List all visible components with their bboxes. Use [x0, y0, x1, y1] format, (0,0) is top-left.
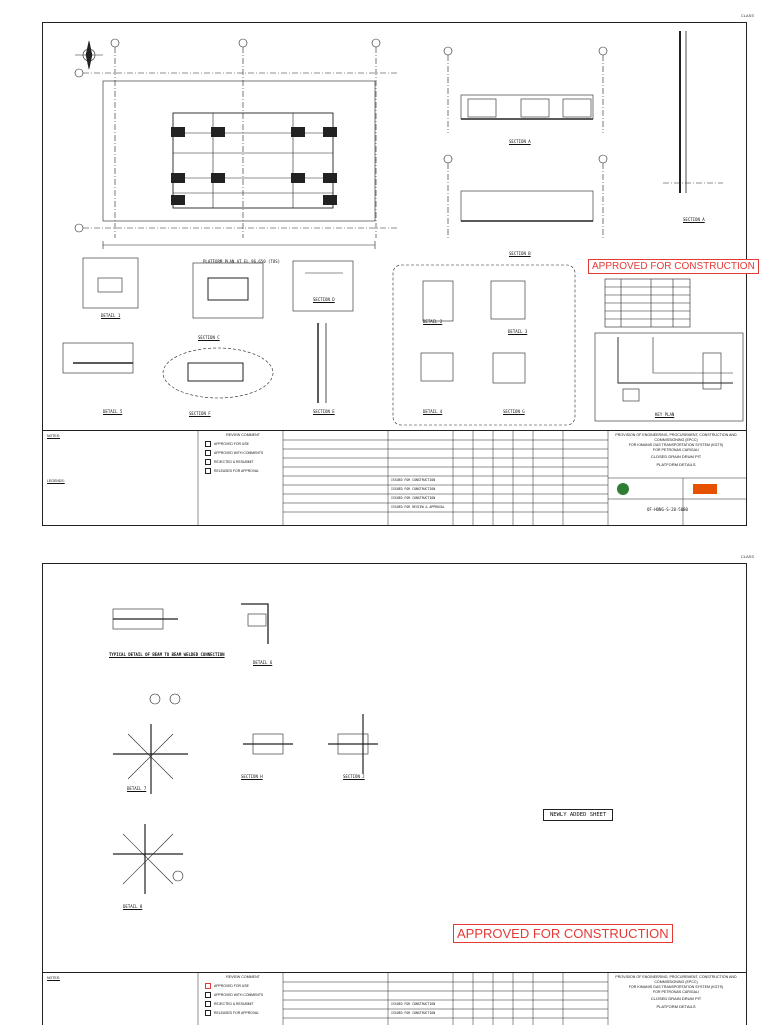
newly-added-sheet-note: NEWLY ADDED SHEET	[543, 809, 614, 821]
section-e-label: SECTION E	[313, 409, 335, 414]
section-f-label: SECTION F	[189, 411, 211, 416]
revision-row-1: ISSUED FOR CONSTRUCTION	[391, 478, 436, 482]
review-comment-title: REVIEW COMMENT	[226, 975, 260, 979]
sheet1-drawing-area	[62, 31, 744, 426]
comment-code-2: APPROVED WITH COMMENTS	[205, 450, 263, 456]
section-b-label: SECTION B	[509, 251, 531, 256]
project-line-1: PROVISION OF ENGINEERING, PROCUREMENT, C…	[615, 975, 737, 984]
notes-title: NOTES:	[47, 976, 61, 980]
sheet2-drawing-area	[112, 603, 378, 894]
review-comment-title: REVIEW COMMENT	[226, 433, 260, 437]
revision-row-3: ISSUED FOR CONSTRUCTION	[391, 496, 436, 500]
title-block: NOTES: REVIEW COMMENT APPROVED FOR USE A…	[43, 972, 746, 1025]
drawing-title-1: CLOSED DRAIN DRUM PIT	[650, 996, 702, 1002]
detail-1-label: DETAIL 1	[101, 313, 121, 318]
revision-row-2: ISSUED FOR CONSTRUCTION	[391, 1011, 436, 1015]
revision-row-2: ISSUED FOR CONSTRUCTION	[391, 487, 436, 491]
project-line-1: PROVISION OF ENGINEERING, PROCUREMENT, C…	[615, 433, 737, 442]
checkbox-icon	[205, 459, 211, 465]
title-block: NOTES: LEGENDS: REVIEW COMMENT APPROVED …	[43, 430, 746, 525]
comment-code-2: APPROVED WITH COMMENTS	[205, 992, 263, 998]
section-column-label: SECTION A	[683, 217, 705, 222]
detail-7-label: DETAIL 7	[127, 786, 147, 791]
project-line-3: FOR PETRONAS CARIGALI	[652, 447, 700, 452]
comment-code-1: APPROVED FOR USE	[205, 983, 249, 989]
comment-code-3: REJECTED & RESUBMIT	[205, 459, 254, 465]
comment-code-4: RELEASED FOR APPROVAL	[205, 468, 259, 474]
detail-3-label: DETAIL 3	[508, 329, 528, 334]
title-block-grid	[197, 973, 609, 1025]
sheet2-corner-tag: CLASS	[740, 554, 754, 559]
project-title: PROVISION OF ENGINEERING, PROCUREMENT, C…	[609, 433, 743, 467]
comment-code-1: APPROVED FOR USE	[205, 441, 249, 447]
section-a-label: SECTION A	[509, 139, 531, 144]
drawing-number: OF-HONG-S-28-5080	[647, 507, 688, 512]
revision-row-1: ISSUED FOR CONSTRUCTION	[391, 1002, 436, 1006]
key-plan-label: KEY PLAN	[655, 412, 675, 417]
detail-6-label: DETAIL 6	[253, 660, 273, 665]
section-g-label: SECTION G	[503, 409, 525, 414]
contractor-logo-icon	[693, 484, 717, 494]
comment-code-4: RELEASED FOR APPROVAL	[205, 1010, 259, 1016]
checkbox-icon	[205, 992, 211, 998]
project-title: PROVISION OF ENGINEERING, PROCUREMENT, C…	[609, 975, 743, 1009]
section-d-label: SECTION D	[313, 297, 335, 302]
checkbox-icon	[205, 441, 211, 447]
sheet1-corner-tag: CLASS	[740, 13, 754, 18]
project-line-3: FOR PETRONAS CARIGALI	[652, 989, 700, 994]
project-line-2: FOR KIMANIS GAS TRANSPORTATION SYSTEM (K…	[628, 984, 724, 989]
section-j-label: SECTION J	[343, 774, 365, 779]
detail-8-label: DETAIL 8	[123, 904, 143, 909]
company-logo-icon	[617, 483, 629, 495]
project-line-2: FOR KIMANIS GAS TRANSPORTATION SYSTEM (K…	[628, 442, 724, 447]
typical-detail-caption: TYPICAL DETAIL OF BEAM TO BEAM WELDED CO…	[109, 652, 225, 657]
drawing-title-1: CLOSED DRAIN DRUM PIT	[650, 454, 702, 460]
revision-row-4: ISSUED FOR REVIEW & APPROVAL	[391, 505, 445, 509]
drawing-title-2: PLATFORM DETAILS	[656, 1003, 696, 1009]
platform-plan-title: PLATFORM PLAN AT EL 96,650 (TOS)	[203, 259, 281, 264]
drawing-sheet-1: PLATFORM PLAN AT EL 96,650 (TOS) SECTION…	[42, 22, 759, 526]
notes-title: NOTES:	[47, 434, 61, 438]
checkbox-icon	[205, 468, 211, 474]
drawing-sheet-2: TYPICAL DETAIL OF BEAM TO BEAM WELDED CO…	[42, 563, 747, 1025]
detail-4-label: DETAIL 4	[423, 409, 443, 414]
comment-code-3: REJECTED & RESUBMIT	[205, 1001, 254, 1007]
checkbox-icon	[205, 450, 211, 456]
approval-stamp: APPROVED FOR CONSTRUCTION	[588, 259, 759, 274]
checkbox-icon	[205, 1001, 211, 1007]
section-c-label: SECTION C	[198, 335, 220, 340]
title-block-grid	[197, 431, 746, 525]
notes-block: NOTES:	[47, 976, 197, 981]
drawing-title-2: PLATFORM DETAILS	[656, 461, 696, 467]
detail-2-label: DETAIL 2	[423, 319, 443, 324]
north-arrow-icon	[75, 40, 103, 70]
section-h-label: SECTION H	[241, 774, 263, 779]
notes-block: NOTES: LEGENDS:	[47, 434, 197, 484]
checkbox-icon	[205, 1010, 211, 1016]
detail-5-label: DETAIL 5	[103, 409, 123, 414]
legends-title: LEGENDS:	[47, 478, 65, 483]
checkbox-icon	[205, 983, 211, 989]
approval-stamp: APPROVED FOR CONSTRUCTION	[453, 924, 673, 943]
